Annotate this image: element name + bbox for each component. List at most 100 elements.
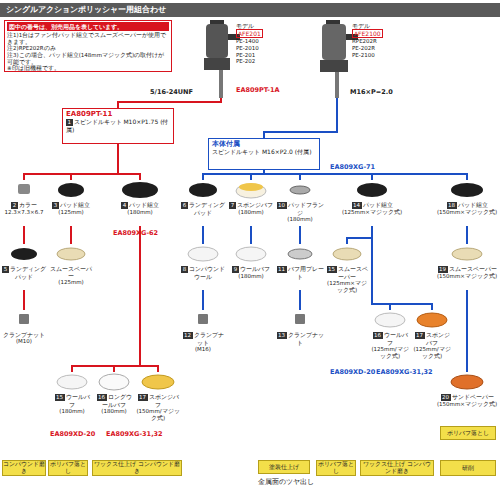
- callout-number: 17: [415, 332, 425, 339]
- part-spec: (150mm×マジック式): [436, 209, 498, 216]
- machine-model-list: モデルAFE2100RPE202RPE-202RPE-2100: [312, 18, 420, 98]
- callout-number: 11: [277, 266, 287, 273]
- nut-icon: [198, 314, 208, 324]
- usage-category: ワックス仕上げ コンパウンド磨き: [360, 460, 434, 476]
- accessory-item: 10パッドフランジ(180mm): [276, 180, 324, 226]
- part-spec: (125mm/マジック式): [370, 346, 410, 359]
- callout-number: 3: [52, 202, 59, 209]
- callout-number: 20: [441, 394, 451, 401]
- model-name: AFE201: [236, 29, 263, 38]
- part-name: ランディングパッド: [10, 265, 46, 280]
- accessory-item: 7スポンジバフ(180mm): [228, 180, 274, 226]
- connector-line: [23, 290, 25, 310]
- polisher-part: [320, 60, 348, 72]
- part-spec: (150mm×マジック式): [436, 273, 498, 280]
- usage-category: ポリバフ落とし: [316, 460, 356, 476]
- paper-icon: [333, 248, 361, 260]
- paper-icon: [57, 248, 85, 260]
- part-spec: (150mm/マジック式): [136, 408, 180, 421]
- part-number-label: 金属面のツヤ出し: [258, 478, 314, 487]
- connector-line: [372, 226, 432, 310]
- connector-line: [264, 98, 337, 138]
- connector-line: [202, 290, 204, 310]
- wool-icon: [375, 313, 405, 327]
- accessory-item: 19スムースペーパー(150mm×マジック式): [436, 244, 498, 290]
- sponge-icon: [142, 375, 174, 389]
- collar-icon: [18, 184, 30, 194]
- category-text: ポリバフ落とし: [447, 430, 489, 437]
- accessory-item: 20サンドペーパー(150mm×マジック式): [436, 372, 498, 418]
- part-spec: (180mm): [52, 408, 92, 415]
- accessory-item: 5ランディングパッド: [2, 244, 46, 290]
- callout-number: 5: [2, 266, 9, 273]
- connector-line: [203, 170, 264, 180]
- sponge-icon: [236, 184, 266, 198]
- accessory-item: 17スポンジバフ(150mm/マジック式): [136, 372, 180, 428]
- model-heading: モデル: [352, 22, 420, 29]
- wool-icon: [236, 247, 266, 261]
- kit-heading: 本体付属: [212, 140, 316, 148]
- kit-text: スピンドルキット M10×P1.75 (付属): [66, 118, 168, 133]
- part-number-label: EA809PT-1A: [236, 86, 280, 94]
- connector-line: [118, 98, 221, 108]
- nut-icon: [295, 314, 305, 324]
- wool-icon: [188, 247, 218, 261]
- part-spec: (M16): [180, 346, 226, 353]
- part-spec: (150mm×マジック式): [436, 401, 498, 408]
- usage-category: コンパウンド磨き: [2, 460, 46, 476]
- polisher-part: [335, 72, 339, 98]
- part-name: パッド組立: [363, 201, 393, 208]
- accessory-item: 18パッド組立(150mm×マジック式): [436, 180, 498, 226]
- sponge-icon: [239, 183, 263, 191]
- part-spec: (M10): [2, 338, 46, 345]
- accessory-item: 8コンパウンドウール: [180, 244, 226, 290]
- connector-line: [118, 144, 140, 180]
- connector-line: [72, 226, 140, 372]
- part-number-label: EA809XD-20: [330, 368, 375, 376]
- part-name: パッド組立: [60, 201, 90, 208]
- connector-line: [466, 290, 468, 372]
- pad-icon: [451, 183, 483, 197]
- plate-icon: [288, 249, 312, 259]
- connector-line: [299, 290, 301, 310]
- category-text: ワックス仕上げ コンパウンド磨き: [93, 461, 181, 474]
- kit-text: スピンドルキット M16×P2.0 (付属): [212, 148, 312, 155]
- callout-number: 8: [181, 266, 188, 273]
- accessory-item: 12クランプナット(M16): [180, 310, 226, 356]
- part-number-label: EA809XG-62: [113, 229, 158, 237]
- model-name: PE-2100: [352, 52, 420, 59]
- part-name: ウールバフ: [240, 265, 270, 272]
- spindle-kit-box: EA809PT-111スピンドルキット M10×P1.75 (付属): [62, 108, 174, 144]
- callout-number: 16: [97, 394, 107, 401]
- part-name: クランプナット: [194, 331, 224, 346]
- model-heading: モデル: [236, 22, 304, 29]
- callout-number: 6: [181, 202, 188, 209]
- pad-icon: [357, 183, 387, 197]
- connector-line: [140, 226, 158, 372]
- callout-number: 10: [277, 202, 287, 209]
- accessory-item: 15スムースペーパー(125mm×マジック式): [326, 244, 368, 290]
- part-number-label: EA809XG-71: [330, 163, 375, 171]
- model-name: PE-2010: [236, 45, 304, 52]
- category-text: ワックス仕上げ コンパウンド磨き: [361, 461, 433, 474]
- kit-heading: EA809PT-11: [66, 110, 170, 118]
- connector-line: [347, 226, 372, 244]
- category-text: ポリバフ落とし: [317, 461, 355, 474]
- paper-icon: [452, 248, 482, 260]
- part-name: コンパウンドウール: [189, 265, 225, 280]
- connector-line: [299, 226, 301, 244]
- model-name: PE-1400: [236, 38, 304, 45]
- part-name: スポンジバフ: [149, 393, 179, 408]
- part-number-label: 5/16-24UNF: [150, 88, 193, 96]
- polisher-part: [219, 70, 223, 98]
- wool-icon: [57, 375, 87, 389]
- accessory-item: 17スポンジバフ(125mm/マジック式): [412, 310, 452, 364]
- note-text: 注3)この場合、パッド組立(148mmマジック式)の取付けが可能です。: [7, 52, 169, 65]
- callout-number: 12: [183, 332, 193, 339]
- part-spec: (180mm): [228, 209, 274, 216]
- part-name: スポンジバフ: [426, 331, 450, 346]
- note-heading: 図中の番号は、別売用品を表しています。: [7, 22, 169, 31]
